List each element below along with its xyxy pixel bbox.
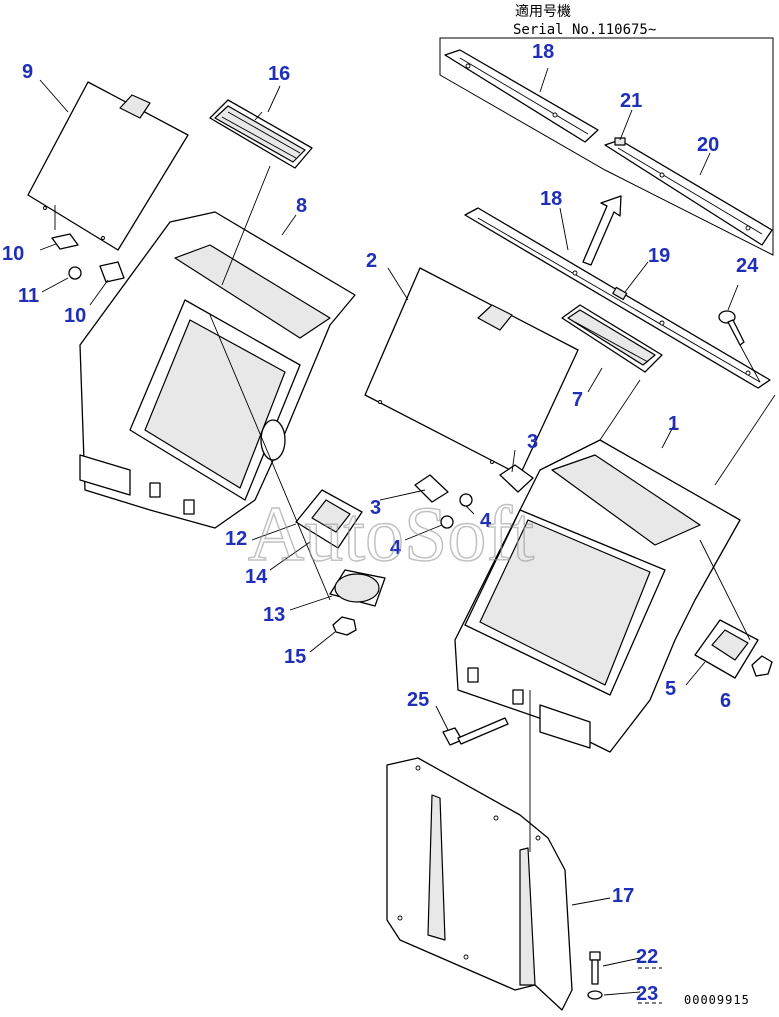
- callout-2: 2: [366, 250, 377, 272]
- callout-7: 7: [572, 389, 583, 411]
- part-2-lid: [364, 267, 579, 476]
- part-25-bolt: [442, 717, 509, 746]
- callout-20: 20: [697, 134, 719, 156]
- part-3-4-hinges: [414, 464, 534, 529]
- part-24-bolt: [718, 310, 745, 346]
- callout-6: 6: [720, 690, 731, 712]
- callout-21: 21: [620, 90, 642, 112]
- callout-5: 5: [665, 678, 676, 700]
- part-8-console: [79, 211, 356, 529]
- callout-18-bottom: 18: [540, 188, 562, 210]
- callout-3-left: 3: [370, 497, 381, 519]
- serial-inset-box: [439, 37, 774, 256]
- part-17-cover: [386, 757, 573, 1011]
- callout-1: 1: [668, 413, 679, 435]
- part-7-vent: [561, 304, 663, 373]
- applicable-model-label: 適用号機: [515, 3, 571, 20]
- callout-10-top: 10: [2, 243, 24, 265]
- part-10-11-clips: [51, 233, 125, 283]
- part-23-washer: [587, 990, 603, 1000]
- callout-3-right: 3: [527, 431, 538, 453]
- callout-15: 15: [284, 646, 306, 668]
- callout-9: 9: [22, 61, 33, 83]
- part-5-6-fan: [694, 619, 773, 679]
- part-12-14-fan: [295, 489, 363, 549]
- callout-11: 11: [18, 285, 39, 307]
- reference-code: 00009915: [684, 993, 750, 1007]
- callout-19: 19: [648, 245, 670, 267]
- part-22-bolt: [589, 951, 601, 985]
- part-1-console: [454, 439, 741, 753]
- callout-4-right: 4: [480, 510, 492, 532]
- callout-24: 24: [736, 255, 759, 277]
- callout-18-top: 18: [532, 41, 554, 63]
- part-9-lid: [27, 81, 189, 251]
- part-15-nut: [332, 616, 357, 636]
- part-20-inset: [604, 137, 773, 246]
- part-16-vent: [209, 99, 313, 169]
- leader-lines: [39, 67, 776, 996]
- callout-16: 16: [268, 63, 290, 85]
- callout-25: 25: [407, 689, 429, 711]
- serial-number-label: Serial No.110675~: [513, 22, 656, 38]
- callout-12: 12: [225, 528, 247, 550]
- part-18-bar: [464, 207, 771, 389]
- callout-23: 23: [636, 983, 658, 1005]
- callout-4-left: 4: [390, 537, 402, 559]
- callout-8: 8: [296, 195, 307, 217]
- callout-13: 13: [263, 604, 285, 626]
- callout-22: 22: [636, 946, 658, 968]
- part-13-fan-housing: [329, 569, 386, 607]
- watermark-text: AutoSoft: [248, 490, 534, 577]
- part-18-inset: [444, 49, 599, 143]
- callout-10-bottom: 10: [64, 305, 86, 327]
- direction-arrow: [582, 195, 622, 266]
- callout-14: 14: [245, 566, 268, 588]
- callout-17: 17: [612, 885, 634, 907]
